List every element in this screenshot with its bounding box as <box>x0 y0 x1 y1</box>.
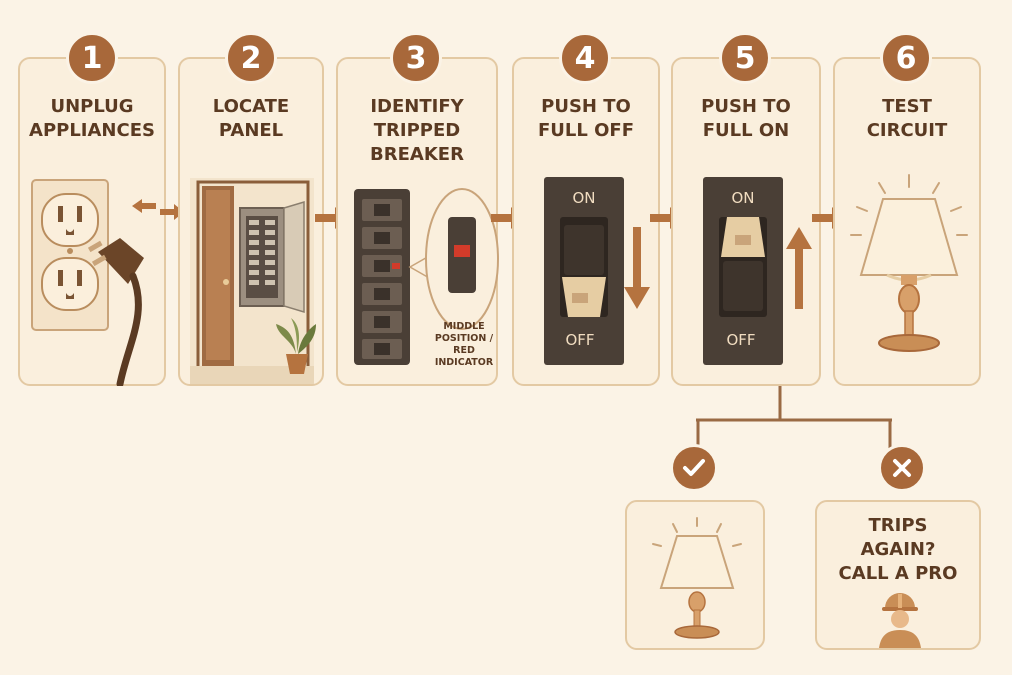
breaker-switch-on-icon <box>703 177 783 365</box>
failure-line2: AGAIN? <box>860 539 936 560</box>
step-6-number: 6 <box>880 32 932 84</box>
step-1-title-line2: APPLIANCES <box>29 120 155 141</box>
callout-line3: RED <box>453 345 475 356</box>
step-3-title-line2: TRIPPED <box>373 120 461 141</box>
step-2-title-line1: LOCATE <box>212 96 290 117</box>
outlet-plug-icon <box>31 179 144 386</box>
step-4-title-line1: PUSH TO <box>541 96 631 117</box>
step-1-title-line1: UNPLUG <box>50 96 134 117</box>
step-5-card: PUSH TO FULL ON ON OFF <box>671 57 821 386</box>
step-5-title-line2: FULL ON <box>702 120 790 141</box>
failure-card: TRIPS AGAIN? CALL A PRO <box>815 500 981 650</box>
electrical-panel-icon <box>190 178 316 384</box>
step-4-on-label: ON <box>572 189 596 207</box>
check-icon <box>683 459 705 476</box>
success-card <box>625 500 765 650</box>
step-6-title-line1: TEST <box>882 96 932 117</box>
step-4-title-line2: FULL OFF <box>537 120 634 141</box>
step-3-title-line1: IDENTIFY <box>370 96 464 117</box>
callout-line1: MIDDLE <box>443 321 485 332</box>
step-6-title-line2: CIRCUIT <box>866 120 948 141</box>
step-1-number: 1 <box>66 32 118 84</box>
x-icon <box>893 459 911 477</box>
step-4-card: PUSH TO FULL OFF ON OFF <box>512 57 660 386</box>
lamp-on-icon <box>652 517 742 639</box>
step-5-on-label: ON <box>731 189 755 207</box>
step-3-card: IDENTIFY TRIPPED BREAKER MIDDLE POSITION <box>336 57 500 386</box>
arrow-down-icon <box>624 227 650 309</box>
success-badge <box>670 444 718 492</box>
step-2-card: LOCATE PANEL <box>178 57 324 386</box>
step-5-off-label: OFF <box>726 331 756 349</box>
failure-line3: CALL A PRO <box>838 563 958 584</box>
step-5-number: 5 <box>719 32 771 84</box>
callout-line2: POSITION / <box>434 333 494 344</box>
step-3-title-line3: BREAKER <box>370 144 464 165</box>
step-5-title-line1: PUSH TO <box>701 96 791 117</box>
electrician-icon <box>879 593 921 648</box>
lamp-on-icon <box>850 174 968 352</box>
step-1-card: UNPLUG APPLIANCES <box>18 57 166 386</box>
breaker-panel-icon <box>354 188 499 365</box>
step-4-off-label: OFF <box>565 331 595 349</box>
callout-label: MIDDLE POSITION / RED INDICATOR <box>428 321 500 369</box>
failure-badge <box>878 444 926 492</box>
step-2-title-line2: PANEL <box>218 120 284 141</box>
step-3-number: 3 <box>390 32 442 84</box>
step-2-number: 2 <box>225 32 277 84</box>
branch-connector <box>696 386 892 462</box>
arrow-up-icon <box>786 227 812 309</box>
step-4-number: 4 <box>559 32 611 84</box>
failure-line1: TRIPS <box>868 515 928 536</box>
breaker-switch-off-icon <box>544 177 624 365</box>
callout-line4: INDICATOR <box>434 357 494 368</box>
step-6-card: TEST CIRCUIT <box>833 57 981 386</box>
